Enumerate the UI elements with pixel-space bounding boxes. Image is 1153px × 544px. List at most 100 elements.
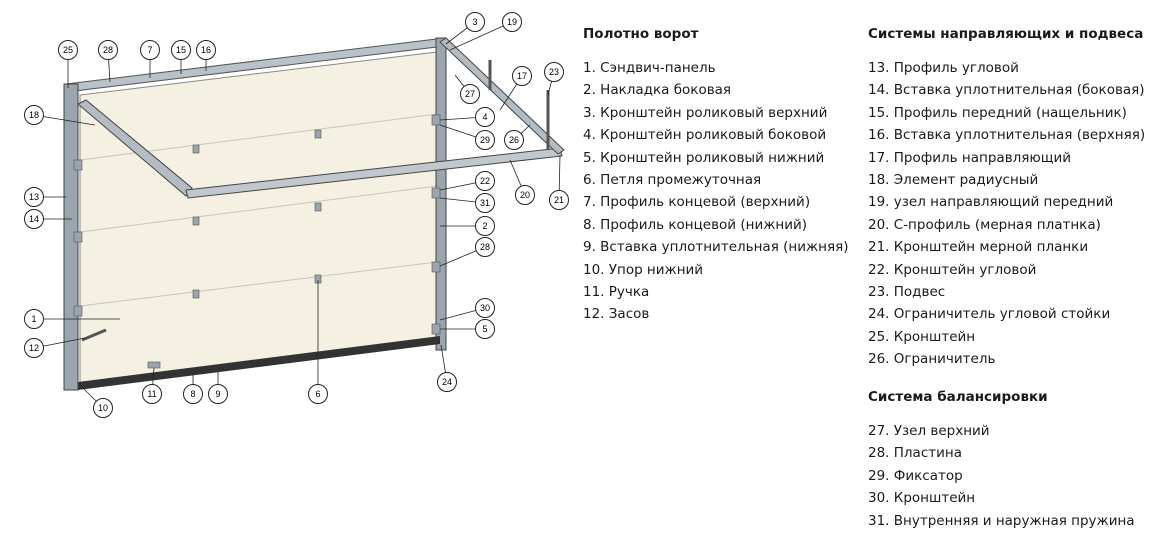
legend-item: 28. Пластина (868, 445, 962, 462)
callout-circle (549, 190, 569, 210)
callout-number: 11 (147, 389, 156, 399)
callout-circle (504, 130, 524, 150)
callout-12: 12 (24, 338, 44, 358)
legend-item: 6. Петля промежуточная (583, 171, 762, 188)
callout-circle (24, 338, 44, 358)
callout-29: 29 (475, 130, 495, 150)
callout-circle (437, 372, 457, 392)
callout-28: 28 (98, 40, 118, 60)
legend-item: 13. Профиль угловой (868, 60, 1019, 76)
callout-4: 4 (475, 107, 495, 127)
callout-number: 1 (31, 314, 36, 324)
legend-item: 15. Профиль передний (нащельник) (868, 104, 1127, 121)
callout-circle (475, 298, 495, 318)
callout-circle (140, 40, 160, 60)
callout-1: 1 (24, 309, 44, 329)
callout-22: 22 (475, 171, 495, 191)
callout-number: 28 (103, 45, 113, 55)
callout-circle (24, 209, 44, 229)
legend-item: 1. Сэндвич-панель (583, 60, 716, 76)
legend-item: 22. Кронштейн угловой (868, 261, 1037, 278)
guide-system-section: Системы направляющих и подвеса 13. Профи… (868, 26, 1145, 370)
callout-circle (475, 171, 495, 191)
callout-7: 7 (140, 40, 160, 60)
callout-circle (475, 237, 495, 257)
radius-track (77, 99, 193, 197)
callout-circle (308, 384, 328, 404)
callout-number: 20 (520, 190, 530, 200)
legend-item: 12. Засов (583, 306, 650, 323)
callout-21: 21 (549, 190, 569, 210)
callout-number: 22 (480, 176, 490, 186)
legend-item: 2. Накладка боковая (583, 82, 732, 99)
callout-number: 14 (29, 214, 39, 224)
callout-number: 7 (147, 45, 152, 55)
bolt (81, 328, 107, 342)
legend-item: 4. Кронштейн роликовый боковой (583, 127, 827, 144)
callout-19: 19 (502, 12, 522, 32)
callout-27: 27 (460, 84, 480, 104)
callout-2: 2 (475, 216, 495, 236)
callout-number: 10 (98, 403, 108, 413)
callout-8: 8 (183, 384, 203, 404)
legend-item: 20. С-профиль (мерная платнка) (868, 216, 1101, 233)
callout-circle (475, 130, 495, 150)
leader-line (449, 21, 513, 51)
callout-6: 6 (308, 384, 328, 404)
callout-number: 27 (465, 89, 475, 99)
callout-number: 28 (480, 242, 490, 252)
callout-number: 29 (480, 135, 490, 145)
callout-3: 3 (465, 12, 485, 32)
callout-number: 12 (29, 343, 39, 353)
callout-number: 21 (554, 195, 564, 205)
callout-number: 25 (63, 45, 73, 55)
legend-item: 19. узел направляющий передний (868, 194, 1114, 211)
callout-5: 5 (475, 319, 495, 339)
callout-number: 9 (215, 389, 220, 399)
callout-number: 26 (509, 135, 519, 145)
callout-circle (465, 12, 485, 32)
callout-20: 20 (515, 185, 535, 205)
door-panel (79, 51, 438, 387)
callout-circle (24, 309, 44, 329)
callout-circle (196, 40, 216, 60)
callout-10: 10 (93, 398, 113, 418)
horizontal-track (185, 147, 563, 199)
legend-item: 3. Кронштейн роликовый верхний (583, 104, 828, 121)
callout-number: 19 (507, 17, 517, 27)
callout-13: 13 (24, 187, 44, 207)
callout-15: 15 (171, 40, 191, 60)
callout-number: 2 (482, 221, 487, 231)
legend-item: 17. Профиль направляющий (868, 149, 1072, 166)
callout-circle (475, 107, 495, 127)
legend-item: 10. Упор нижний (583, 261, 704, 278)
legend-item: 8. Профиль концевой (нижний) (583, 216, 808, 233)
callout-number: 17 (517, 71, 527, 81)
legend-item: 23. Подвес (868, 283, 946, 300)
callout-number: 16 (201, 45, 211, 55)
legend-item: 30. Кронштейн (868, 490, 976, 507)
legend-item: 5. Кронштейн роликовый нижний (583, 149, 825, 166)
callout-number: 5 (482, 324, 487, 334)
section-title: Полотно ворот (583, 26, 699, 42)
callout-17: 17 (512, 66, 532, 86)
legend-item: 25. Кронштейн (868, 328, 976, 345)
section-title: Системы направляющих и подвеса (868, 26, 1144, 42)
callout-24: 24 (437, 372, 457, 392)
callout-number: 13 (29, 192, 39, 202)
callout-number: 23 (549, 67, 559, 77)
callout-circle (171, 40, 191, 60)
legend-item: 21. Кронштейн мерной планки (868, 239, 1089, 256)
upper-track (439, 37, 565, 155)
callout-circle (98, 40, 118, 60)
callout-26: 26 (504, 130, 524, 150)
callout-circle (512, 66, 532, 86)
callout-circle (515, 185, 535, 205)
legend-item: 9. Вставка уплотнительная (нижняя) (583, 239, 849, 256)
callout-circle (24, 105, 44, 125)
callout-23: 23 (544, 62, 564, 82)
section-title: Система балансировки (868, 389, 1048, 405)
callout-circle (93, 398, 113, 418)
